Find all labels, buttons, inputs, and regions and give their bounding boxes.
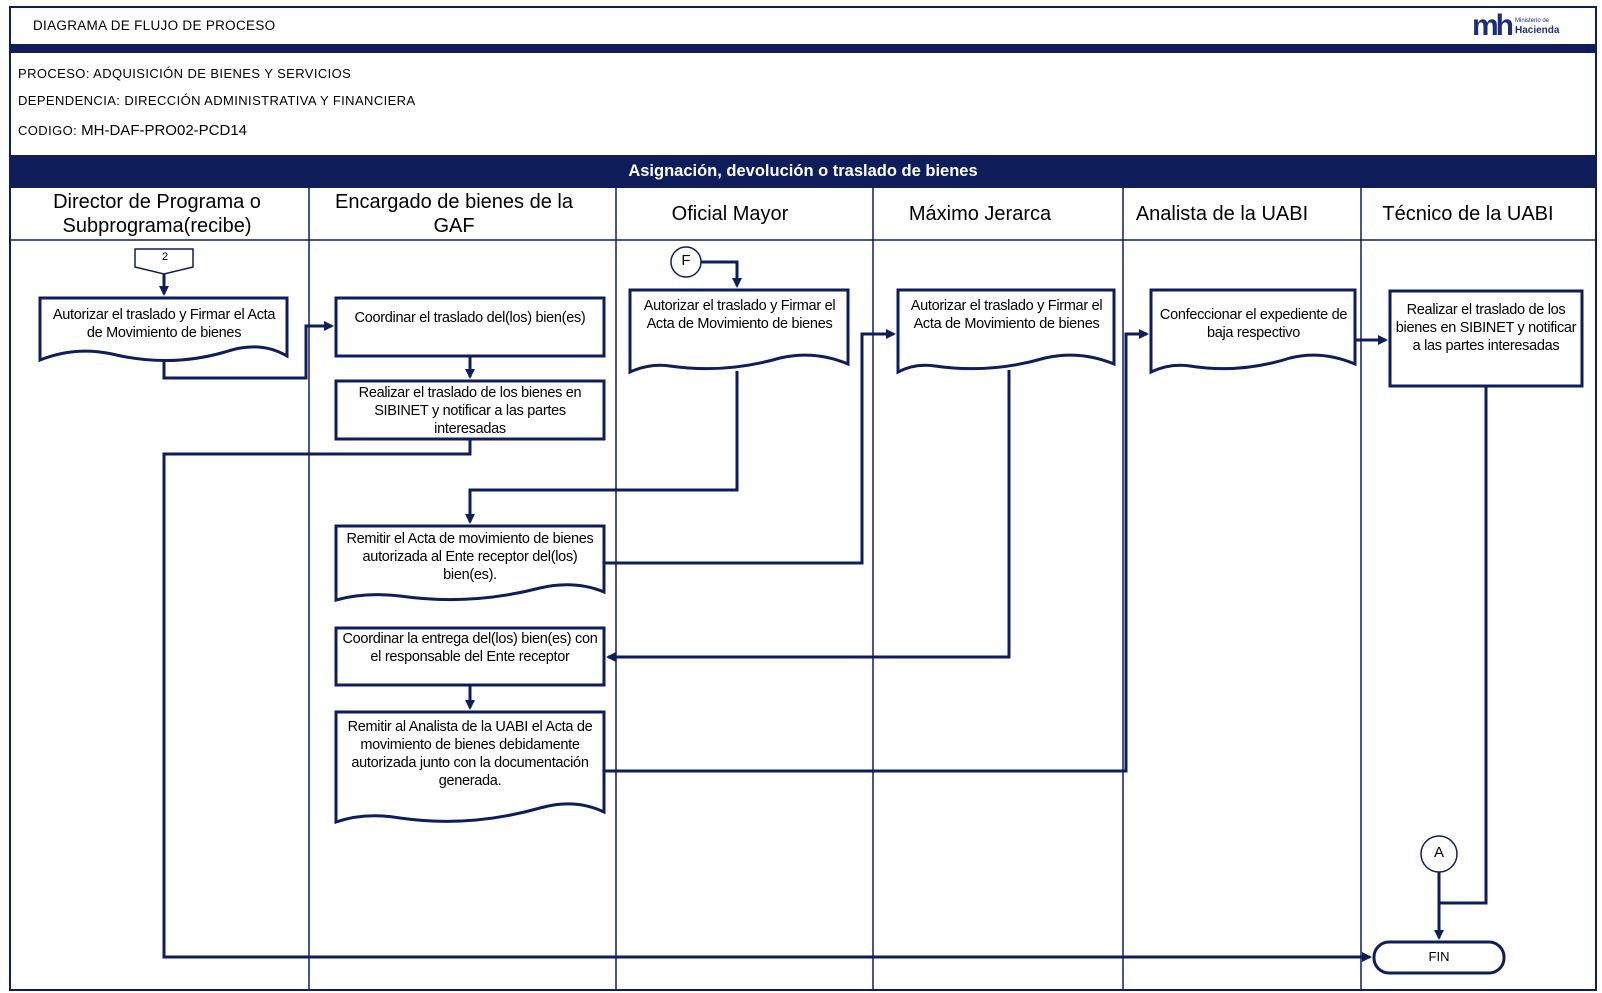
- step-gaf-realizar: [334, 379, 606, 441]
- flow-remitir-analista-to-analista: [604, 329, 1149, 773]
- lane-header-analista-uabi: Analista de la UABI: [1135, 203, 1309, 225]
- codigo-line: CODIGO: MH-DAF-PRO02-PCD14: [18, 122, 247, 139]
- step-gaf-coordinar-entrega: [334, 626, 606, 687]
- logo-mark: mh: [1472, 9, 1514, 42]
- lane-header-maximo-jerarca: Máximo Jerarca: [908, 203, 1052, 225]
- diagram-title: DIAGRAMA DE FLUJO DE PROCESO: [33, 18, 276, 33]
- step-gaf-remitir-acta: [334, 524, 606, 602]
- connector-f-label: F: [681, 252, 691, 269]
- step-gaf-coordinar-entrega-text: Coordinar la entrega del(los) bien(es) c…: [342, 631, 598, 665]
- offpage-connector-2-label: 2: [161, 251, 169, 263]
- terminator-fin: [1372, 940, 1506, 975]
- diagram-frame: [9, 6, 1597, 991]
- logo-small-text: Ministerio de: [1515, 18, 1550, 24]
- flow-tecnico-to-fin: [1439, 386, 1488, 905]
- step-gaf-remitir-analista-text: Remitir al Analista de la UABI el Acta d…: [347, 719, 593, 789]
- step-director-autorizar: [38, 296, 289, 363]
- flow-oficial-to-remitir: [465, 371, 739, 524]
- step-oficial-autorizar: [628, 288, 850, 375]
- flow-jerarca-to-entrega: [606, 370, 1011, 662]
- header-divider: [11, 44, 1595, 53]
- lane-header-tecnico-uabi: Técnico de la UABI: [1382, 203, 1554, 225]
- step-tecnico-realizar: [1388, 289, 1584, 388]
- lane-header-oficial-mayor: Oficial Mayor: [671, 203, 789, 225]
- flow-director-to-gaf: [162, 321, 334, 380]
- flow-remitir-to-jerarca: [604, 329, 896, 565]
- step-analista-confeccionar-text: Confeccionar el expediente de baja respe…: [1159, 307, 1348, 341]
- step-gaf-remitir-analista: [334, 710, 606, 825]
- step-jerarca-autorizar-text: Autorizar el traslado y Firmar el Acta d…: [910, 298, 1103, 332]
- step-gaf-remitir-acta-text: Remitir el Acta de movimiento de bienes …: [346, 531, 594, 583]
- logo-big-text: Hacienda: [1515, 25, 1560, 36]
- ministry-logo: mh Ministerio de Hacienda: [1472, 10, 1559, 42]
- step-director-autorizar-text: Autorizar el traslado y Firmar el Acta d…: [52, 307, 276, 341]
- lane-header-gaf: Encargado de bienes de la GAF: [335, 191, 573, 237]
- step-jerarca-autorizar: [896, 288, 1116, 375]
- step-tecnico-realizar-text: Realizar el traslado de los bienes en SI…: [1395, 302, 1577, 354]
- fin-label: FIN: [1428, 949, 1450, 964]
- step-analista-confeccionar: [1149, 288, 1357, 375]
- step-gaf-coordinar-text: Coordinar el traslado del(los) bien(es): [354, 310, 586, 326]
- codigo-value: MH-DAF-PRO02-PCD14: [81, 122, 248, 139]
- section-title: Asignación, devolución o traslado de bie…: [11, 155, 1595, 188]
- proceso-line: PROCESO: ADQUISICIÓN DE BIENES Y SERVICI…: [18, 66, 352, 81]
- connector-a-label: A: [1433, 844, 1444, 861]
- step-gaf-realizar-text: Realizar el traslado de los bienes en SI…: [358, 385, 582, 437]
- step-gaf-coordinar: [334, 296, 606, 358]
- dependencia-line: DEPENDENCIA: DIRECCIÓN ADMINISTRATIVA Y …: [18, 93, 416, 108]
- lane-grid: [11, 188, 1595, 991]
- step-oficial-autorizar-text: Autorizar el traslado y Firmar el Acta d…: [643, 298, 836, 332]
- lane-header-director: Director de Programa o Subprograma(recib…: [53, 191, 261, 237]
- offpage-connector-2: [134, 248, 194, 275]
- flow-f-to-oficial: [701, 260, 742, 288]
- flow-realizar-to-fin: [162, 439, 1372, 962]
- codigo-label: CODIGO:: [18, 123, 78, 138]
